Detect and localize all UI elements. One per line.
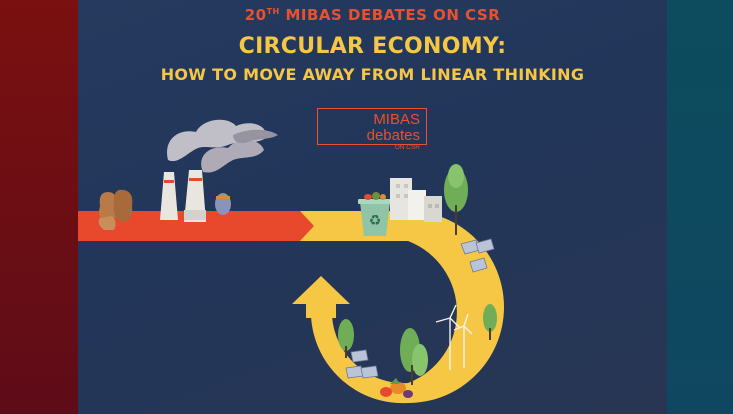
poster-subtitle: HOW TO MOVE AWAY FROM LINEAR THINKING <box>160 65 585 84</box>
mibas-logo: MIBAS debates ON CSR <box>317 108 427 151</box>
city-buildings-icon <box>390 178 442 222</box>
poster: ♻ <box>78 0 667 414</box>
svg-text:♻: ♻ <box>369 213 382 229</box>
vegetables-icon <box>380 378 413 398</box>
series-title: 20TH MIBAS DEBATES ON CSR <box>78 6 667 24</box>
wind-turbines-icon <box>435 304 473 370</box>
trash-bags-icon <box>98 189 231 230</box>
linear-arrow <box>78 211 322 241</box>
series-title-text: MIBAS DEBATES ON CSR <box>285 6 501 24</box>
smoke-icon <box>167 119 278 173</box>
right-color-band <box>667 0 733 414</box>
circular-economy-illustration: ♻ <box>78 119 504 404</box>
recycle-bin-icon: ♻ <box>358 192 392 236</box>
poster-title: CIRCULAR ECONOMY: <box>238 34 507 59</box>
upward-arrow-icon <box>292 276 350 318</box>
solar-panels-icon <box>345 238 495 379</box>
logo-main-text: MIBAS debates <box>366 111 420 144</box>
trees-icon <box>338 164 497 385</box>
edition-suffix: TH <box>266 7 280 16</box>
logo-sub-text: ON CSR <box>394 144 420 151</box>
left-color-band <box>0 0 78 414</box>
circular-loop <box>292 211 504 404</box>
edition-number: 20 <box>244 6 267 24</box>
factory-chimneys-icon <box>160 170 206 222</box>
